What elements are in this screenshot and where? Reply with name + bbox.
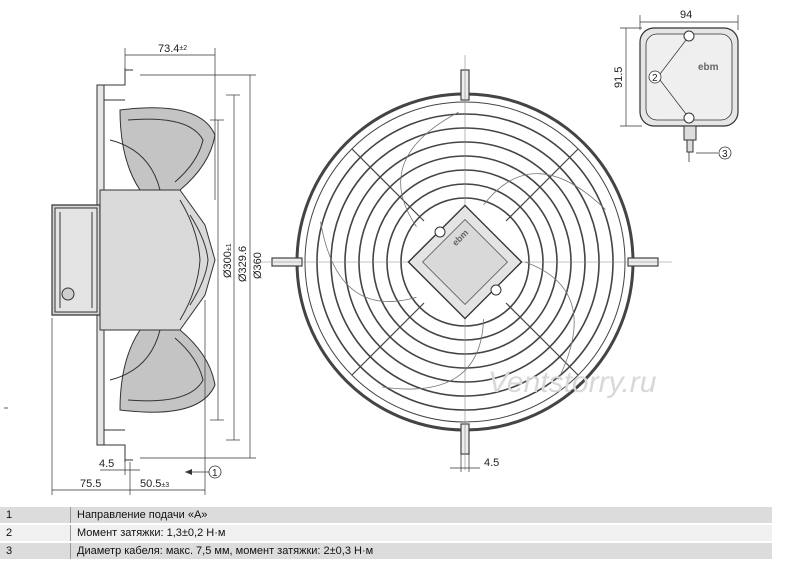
watermark: Ventstorry.ru [488,366,657,399]
legend-text: Направление подачи «А» [71,507,772,523]
svg-text:1: 1 [212,468,218,479]
legend-row: 1 Направление подачи «А» [0,507,772,523]
legend-number: 2 [0,525,71,541]
dim-flange-thickness: 4.5 [99,458,114,470]
dim-box-height: 91.5 [613,67,625,88]
dim-box-width: 94 [680,9,692,21]
dim-offset-right: 50.5±3 [140,478,169,490]
dim-dia-300: Ø300±1 [222,243,234,278]
dim-depth-total: 73.4±2 [158,43,187,55]
dim-dia-329: Ø329.6 [237,246,249,282]
legend-number: 1 [0,507,71,523]
legend-text: Момент затяжки: 1,3±0,2 Н·м [71,525,772,541]
legend-text: Диаметр кабеля: макс. 7,5 мм, момент зат… [71,543,772,559]
svg-text:3: 3 [722,149,728,160]
legend-number: 3 [0,543,71,559]
legend-row: 2 Момент затяжки: 1,3±0,2 Н·м [0,525,772,541]
side-view [51,68,216,462]
legend-row: 3 Диаметр кабеля: макс. 7,5 мм, момент з… [0,543,772,559]
callout-2: 2 [648,70,662,84]
terminal-box-view [620,15,739,162]
side-dimension-lines [51,48,256,495]
technical-drawing: 73.4±2 Ø300±1 Ø329.6 Ø360 4.5 75.5 50.5±… [4,9,739,495]
front-view [258,55,672,470]
svg-text:2: 2 [652,73,658,84]
dim-offset-left: 75.5 [80,478,101,490]
dim-dia-360: Ø360 [252,252,264,279]
dim-hole-width: 4.5 [484,457,499,469]
callout-1: 1 [185,465,222,479]
brand-logo-box: ebm [698,62,719,73]
legend-table: 1 Направление подачи «А» 2 Момент затяжк… [0,505,772,561]
front-dimension-lines [450,454,480,472]
callout-3: 3 [718,146,732,160]
